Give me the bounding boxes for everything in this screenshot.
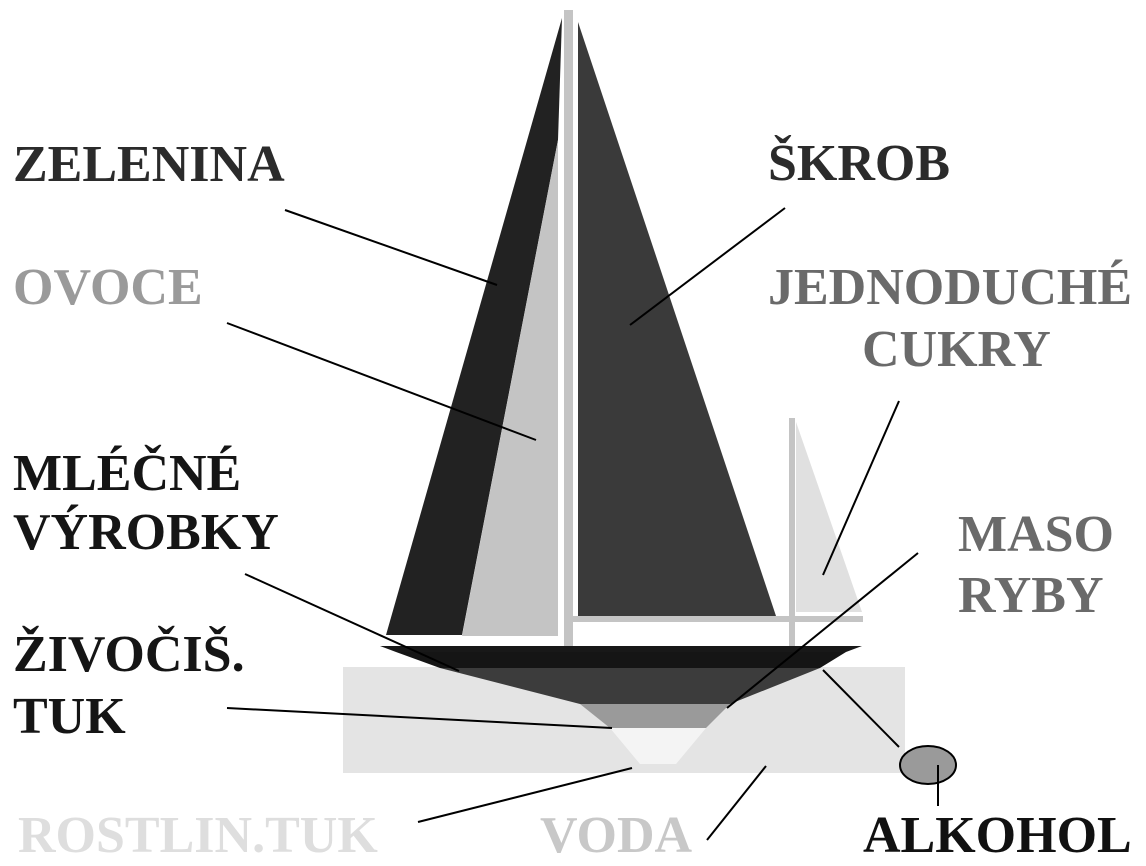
label-alkohol: ALKOHOL	[863, 806, 1132, 866]
label-maso-ryby-line2: RYBY	[958, 566, 1104, 626]
label-mlecne-vyrobky-line2: VÝROBKY	[13, 503, 279, 563]
sugar-sail	[796, 422, 862, 612]
label-jednoduche-cukry-line2: CUKRY	[862, 320, 1051, 380]
label-zivocis-tuk-line2: TUK	[13, 687, 126, 747]
boom	[573, 616, 863, 622]
deck-band	[380, 646, 862, 652]
main-mast	[564, 10, 573, 648]
label-maso-ryby-line1: MASO	[958, 505, 1114, 565]
label-mlecne-vyrobky-line1: MLÉČNÉ	[13, 444, 241, 504]
starch-sail	[578, 22, 776, 616]
small-mast	[789, 418, 795, 648]
pointer-zelenina	[285, 210, 497, 285]
label-zivocis-tuk-line1: ŽIVOČIŠ.	[13, 625, 245, 685]
label-zelenina: ZELENINA	[13, 135, 285, 195]
label-ovoce: OVOCE	[13, 258, 203, 318]
alcohol-buoy	[900, 746, 956, 784]
pointer-jednoduche	[823, 401, 899, 575]
label-skrob: ŠKROB	[768, 134, 950, 194]
pointer-voda	[707, 766, 766, 840]
label-jednoduche-cukry-line1: JEDNODUCHÉ	[768, 258, 1132, 318]
label-rostlin-tuk: ROSTLIN.TUK	[18, 806, 378, 866]
label-voda: VODA	[540, 806, 692, 866]
